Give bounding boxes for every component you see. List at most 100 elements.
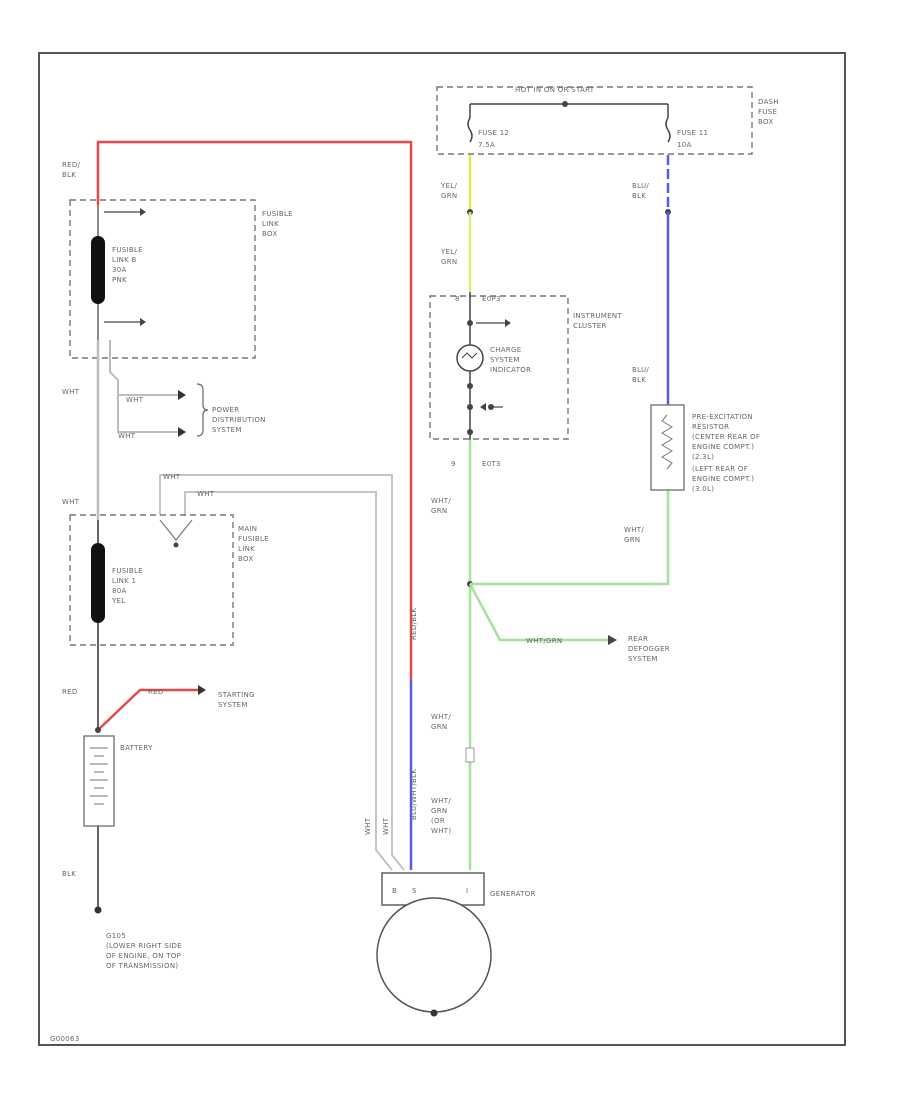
hot-label: HOT IN ON OR START: [515, 86, 595, 94]
svg-text:7.5A: 7.5A: [478, 141, 495, 149]
svg-text:YEL: YEL: [111, 597, 126, 605]
wire-label-blu-vertical: BLU/WHT/BLK: [410, 769, 418, 820]
svg-text:SYSTEM: SYSTEM: [218, 701, 248, 709]
svg-text:GRN: GRN: [441, 258, 457, 266]
wire-label-blu-blk-1: BLU/: [632, 182, 649, 190]
main-fusible-link-box-label: MAIN: [238, 525, 257, 533]
wire-label-wht-grn-1: WHT/: [431, 497, 451, 505]
svg-text:RESISTOR: RESISTOR: [692, 423, 729, 431]
svg-text:(OR: (OR: [431, 817, 445, 825]
wire-label-red-blk: RED/: [62, 161, 81, 169]
svg-text:80A: 80A: [112, 587, 127, 595]
svg-text:(2.3L): (2.3L): [692, 453, 714, 461]
svg-text:(CENTER REAR OF: (CENTER REAR OF: [692, 433, 760, 441]
charge-indicator-label: CHARGE: [490, 346, 521, 354]
generator-label: GENERATOR: [490, 890, 536, 898]
svg-text:BLK: BLK: [632, 192, 646, 200]
svg-text:OF ENGINE, ON TOP: OF ENGINE, ON TOP: [106, 952, 181, 960]
rear-defogger-label: REAR: [628, 635, 648, 643]
svg-text:SYSTEM: SYSTEM: [490, 356, 520, 364]
wire-label-blk: BLK: [62, 870, 76, 878]
svg-text:FUSIBLE: FUSIBLE: [238, 535, 269, 543]
wire-label-wht-vertical-1: WHT: [364, 817, 372, 835]
svg-text:INDICATOR: INDICATOR: [490, 366, 531, 374]
svg-text:LINK 1: LINK 1: [112, 577, 136, 585]
wire-label-blu-blk-2: BLU/: [632, 366, 649, 374]
battery-icon: [83, 735, 115, 827]
arrow-starting-system-icon: [198, 685, 206, 695]
svg-text:30A: 30A: [112, 266, 127, 274]
svg-text:ENGINE COMPT.): ENGINE COMPT.): [692, 475, 754, 483]
svg-text:BLK: BLK: [62, 171, 76, 179]
svg-text:LINK: LINK: [238, 545, 255, 553]
svg-text:LINK: LINK: [262, 220, 279, 228]
svg-text:GRN: GRN: [431, 507, 447, 515]
arrow-rear-defogger-icon: [608, 635, 617, 645]
wire-label-yel-grn-1: YEL/: [440, 182, 457, 190]
fuse-11-symbol: [665, 117, 671, 143]
svg-text:WHT: WHT: [197, 490, 215, 498]
svg-text:WHT: WHT: [163, 473, 181, 481]
fusible-link-b-icon: [91, 236, 105, 304]
wire-rear-defogger: [468, 583, 608, 642]
pre-excitation-label: PRE-EXCITATION: [692, 413, 753, 421]
wire-label-wht-1: WHT: [126, 396, 144, 404]
wire-red-starting: [97, 688, 198, 731]
generator-icon: [376, 897, 492, 1013]
svg-text:GRN: GRN: [441, 192, 457, 200]
wire-label-red-2: RED: [148, 688, 164, 696]
wire-label-red-left: RED: [62, 688, 78, 696]
starting-system-label: STARTING: [218, 691, 255, 699]
arrow-power-dist-2-icon: [178, 427, 186, 437]
wire-label-wht-grn-or-wht: WHT/: [431, 797, 451, 805]
pre-excitation-resistor-icon: [650, 404, 685, 491]
wire-label-wht-4: WHT: [62, 498, 80, 506]
hot-bus-node: [562, 101, 568, 107]
fusible-link-b-label: FUSIBLE: [112, 246, 143, 254]
svg-text:FUSE: FUSE: [758, 108, 777, 116]
wire-wht-grn-resistor: [470, 490, 670, 586]
dash-fuse-box: [436, 86, 753, 155]
generator-ground-icon: [430, 1009, 438, 1017]
wire-label-yel-grn-2: YEL/: [440, 248, 457, 256]
svg-text:GRN: GRN: [431, 807, 447, 815]
svg-text:SYSTEM: SYSTEM: [212, 426, 242, 434]
charge-indicator-lamp-icon: [456, 344, 484, 372]
fusible-link-box: [69, 199, 256, 359]
connector-8: 8: [455, 295, 460, 303]
svg-text:OF TRANSMISSION): OF TRANSMISSION): [106, 962, 178, 970]
svg-text:ENGINE COMPT.): ENGINE COMPT.): [692, 443, 754, 451]
svg-text:DISTRIBUTION: DISTRIBUTION: [212, 416, 266, 424]
fusible-link-1-icon: [91, 543, 105, 623]
arrow-power-dist-1-icon: [178, 390, 186, 400]
svg-text:DEFOGGER: DEFOGGER: [628, 645, 670, 653]
battery-label: BATTERY: [120, 744, 153, 752]
svg-text:(LOWER RIGHT SIDE: (LOWER RIGHT SIDE: [106, 942, 182, 950]
wire-label-wht-3: WHT: [62, 388, 80, 396]
ground-g105-icon: [94, 906, 102, 914]
svg-text:BOX: BOX: [262, 230, 277, 238]
power-distribution-label: POWER: [212, 406, 239, 414]
svg-text:SYSTEM: SYSTEM: [628, 655, 658, 663]
svg-text:(3.0L): (3.0L): [692, 485, 714, 493]
svg-text:10A: 10A: [677, 141, 692, 149]
inline-connector: [465, 747, 475, 763]
connector-9: 9: [451, 460, 456, 468]
fusible-link-1-label: FUSIBLE: [112, 567, 143, 575]
wire-label-wht-vertical-2: WHT: [382, 817, 390, 835]
svg-text:LINK B: LINK B: [112, 256, 137, 264]
svg-text:GRN: GRN: [431, 723, 447, 731]
svg-text:BOX: BOX: [758, 118, 773, 126]
gen-pin-b: B: [392, 887, 397, 895]
svg-text:CLUSTER: CLUSTER: [573, 322, 607, 330]
ground-label: G105: [106, 932, 126, 940]
svg-text:BOX: BOX: [238, 555, 253, 563]
wire-wht-to-gen-1: [159, 474, 405, 871]
diagram-frame: [38, 52, 846, 1046]
wire-label-wht-grn-inline: WHT/GRN: [526, 637, 562, 645]
fuse-11-label: FUSE 11: [677, 129, 708, 137]
gen-pin-s: S: [412, 887, 417, 895]
fuse-12-symbol: [467, 117, 473, 143]
connector-e0p3: E0P3: [482, 295, 501, 303]
